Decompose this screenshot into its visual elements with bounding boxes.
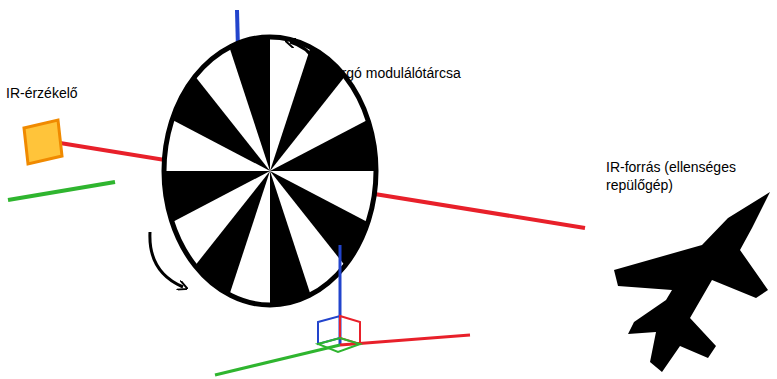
rotation-arrow xyxy=(150,232,183,287)
aircraft-silhouette xyxy=(614,192,770,372)
rotation-arrow xyxy=(290,42,319,100)
ir-sensor xyxy=(24,120,62,164)
text-label: forgó modulálótárcsa xyxy=(330,64,461,82)
text-label: IR-forrás (ellenséges repülőgép) xyxy=(606,158,771,194)
coordinate-axes xyxy=(215,245,470,375)
axis-line xyxy=(8,182,115,200)
text-label: IR-érzékelő xyxy=(6,84,78,102)
